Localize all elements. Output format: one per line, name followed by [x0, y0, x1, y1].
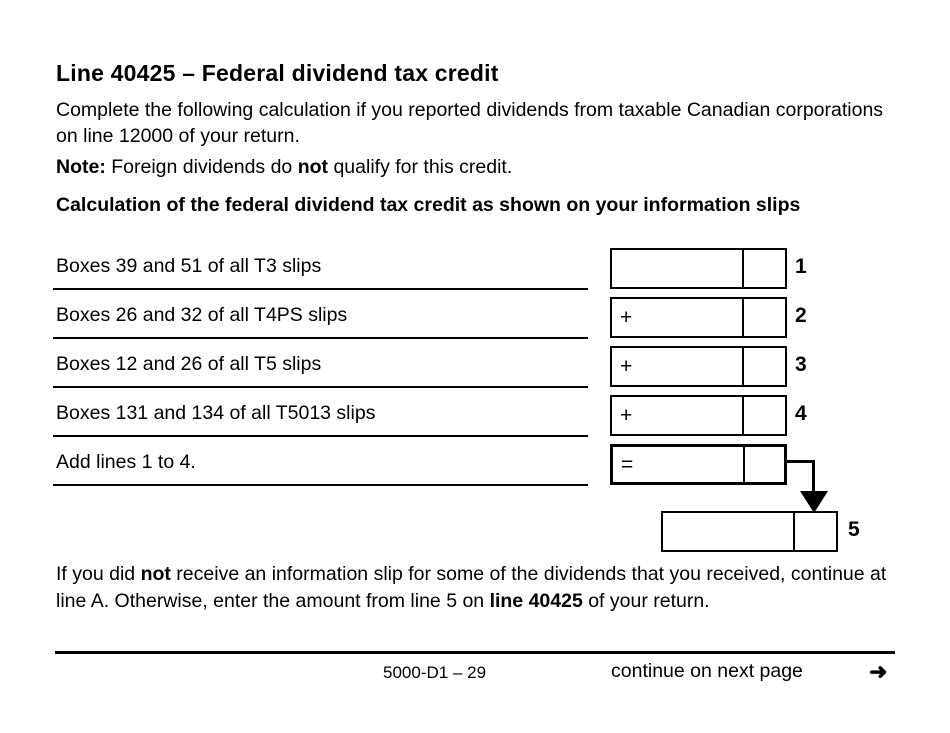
cents-divider-1	[742, 250, 744, 287]
calc-row-3: Boxes 12 and 26 of all T5 slips	[0, 353, 950, 402]
amount-box-line-3[interactable]: +	[610, 346, 787, 387]
closing-emphasis-2: line 40425	[489, 590, 583, 612]
line-number-5: 5	[848, 518, 860, 541]
note-emphasis: not	[297, 156, 329, 178]
note-paragraph: Note: Foreign dividends do not qualify f…	[56, 154, 906, 180]
line-number-4: 4	[795, 402, 807, 425]
page-title: Line 40425 – Federal dividend tax credit	[56, 60, 499, 86]
calc-label-total: Add lines 1 to 4.	[56, 451, 196, 473]
calc-label-2: Boxes 26 and 32 of all T4PS slips	[56, 304, 348, 326]
note-label: Note:	[56, 156, 106, 178]
calc-row-1: Boxes 39 and 51 of all T3 slips	[0, 255, 950, 304]
operator-total: =	[621, 452, 634, 476]
calc-label-4: Boxes 131 and 134 of all T5013 slips	[56, 402, 376, 424]
cents-divider-2	[742, 299, 744, 336]
footer-divider	[55, 651, 895, 654]
cents-divider-total	[743, 447, 745, 482]
line-number-3: 3	[795, 353, 807, 376]
note-text-after: qualify for this credit.	[328, 156, 513, 178]
amount-box-total[interactable]: =	[610, 444, 787, 485]
closing-emphasis-1: not	[140, 563, 171, 585]
operator-3: +	[620, 354, 633, 378]
cents-divider-4	[742, 397, 744, 434]
operator-4: +	[620, 403, 633, 427]
calc-row-2: Boxes 26 and 32 of all T4PS slips	[0, 304, 950, 353]
amount-box-line-2[interactable]: +	[610, 297, 787, 338]
arrow-down-icon	[800, 491, 828, 513]
connector-vertical-segment	[812, 460, 815, 496]
arrow-right-icon: ➜	[869, 659, 888, 684]
calc-rule-4	[53, 435, 588, 437]
amount-box-line-4[interactable]: +	[610, 395, 787, 436]
closing-text-2: receive an information slip for some of …	[56, 563, 887, 612]
line-number-2: 2	[795, 304, 807, 327]
amount-box-line-1[interactable]	[610, 248, 787, 289]
line-number-1: 1	[795, 255, 807, 278]
closing-text-3: of your return.	[582, 590, 710, 612]
cents-divider-5	[793, 513, 795, 550]
calc-label-1: Boxes 39 and 51 of all T3 slips	[56, 255, 322, 277]
calc-row-4: Boxes 131 and 134 of all T5013 slips	[0, 402, 950, 451]
intro-paragraph: Complete the following calculation if yo…	[56, 99, 884, 147]
calc-rule-total	[53, 484, 588, 486]
amount-box-line-5[interactable]	[661, 511, 838, 552]
note-text-before: Foreign dividends do	[105, 156, 298, 178]
cents-divider-3	[742, 348, 744, 385]
calc-rule-3	[53, 386, 588, 388]
calc-rule-1	[53, 288, 588, 290]
form-identifier: 5000-D1 – 29	[383, 663, 487, 682]
calc-label-3: Boxes 12 and 26 of all T5 slips	[56, 353, 322, 375]
continue-label: continue on next page	[611, 660, 803, 682]
closing-paragraph: If you did not receive an information sl…	[56, 561, 906, 615]
connector-horizontal-segment	[787, 460, 815, 463]
operator-2: +	[620, 305, 633, 329]
calc-rule-2	[53, 337, 588, 339]
section-subheading: Calculation of the federal dividend tax …	[56, 194, 801, 216]
calc-row-total: Add lines 1 to 4.	[0, 451, 950, 500]
closing-text-1: If you did	[56, 563, 141, 585]
